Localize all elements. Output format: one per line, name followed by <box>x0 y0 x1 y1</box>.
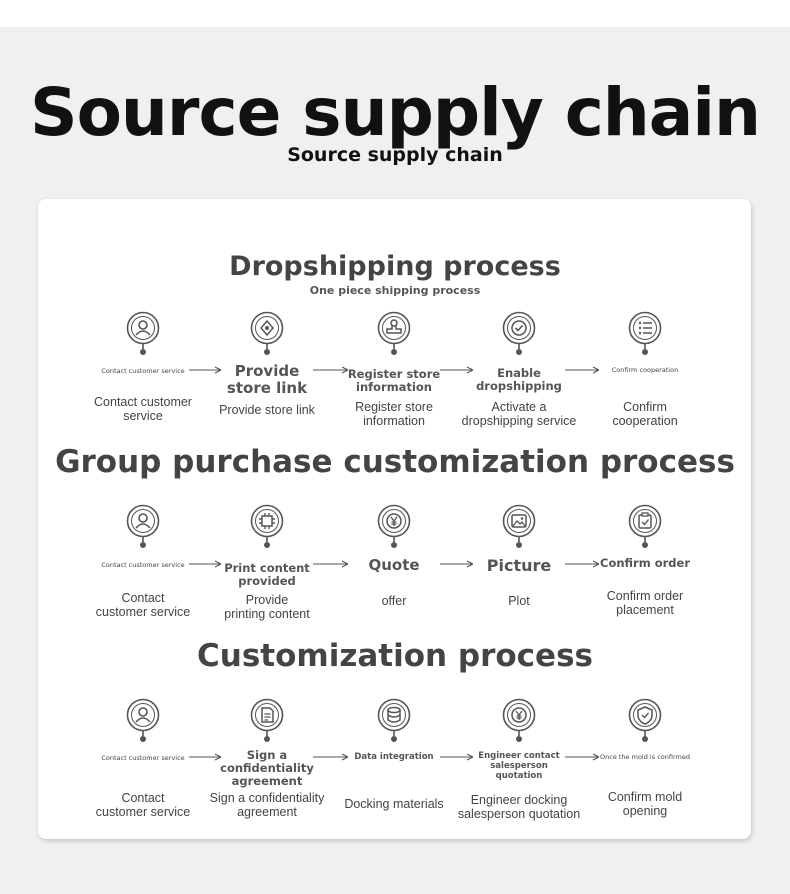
person-icon <box>126 311 160 357</box>
person-icon <box>126 504 160 550</box>
document-icon <box>250 698 284 744</box>
page-title: Source supply chain <box>30 74 761 151</box>
section-title-group-purchase: Group purchase customization process <box>55 444 735 480</box>
yen-icon <box>377 504 411 550</box>
flow-arrow <box>189 752 221 762</box>
flow-arrow <box>565 559 599 569</box>
step-description: Plot <box>508 594 530 608</box>
stamp-icon <box>377 311 411 357</box>
page-subtitle: Source supply chain <box>287 144 503 166</box>
step-label: Contact customer service <box>101 561 185 569</box>
section-subtitle-dropshipping: One piece shipping process <box>309 284 481 297</box>
flow-arrow <box>189 365 221 375</box>
person-icon <box>126 698 160 744</box>
crop-icon <box>250 504 284 550</box>
checkmark-icon <box>502 311 536 357</box>
step-label: Confirm cooperation <box>611 366 679 374</box>
step-label: Once the mold is confirmed <box>600 753 690 761</box>
list-icon <box>628 311 662 357</box>
section-title-dropshipping: Dropshipping process <box>229 251 561 282</box>
step-label: Confirm order <box>600 556 690 570</box>
database-icon <box>377 698 411 744</box>
image-icon <box>502 504 536 550</box>
step-label: Picture <box>486 556 552 575</box>
flow-arrow <box>440 365 473 375</box>
step-label: Quote <box>368 556 420 574</box>
flow-arrow <box>440 752 473 762</box>
flow-arrow <box>440 559 473 569</box>
flow-arrow <box>313 559 348 569</box>
step-label: Contact customer service <box>101 367 185 375</box>
flow-arrow <box>313 365 348 375</box>
section-title-customization: Customization process <box>197 638 593 674</box>
flow-arrow <box>565 752 599 762</box>
step-label: Data integration <box>354 752 434 762</box>
clipboard-check-icon <box>628 504 662 550</box>
step-description: Provide store link <box>219 403 315 417</box>
step-description: offer <box>381 594 407 608</box>
step-label: Contact customer service <box>101 754 185 762</box>
flow-arrow <box>565 365 599 375</box>
flow-arrow <box>189 559 221 569</box>
shield-icon <box>628 698 662 744</box>
flow-arrow <box>313 752 348 762</box>
yen-icon <box>502 698 536 744</box>
step-description: Docking materials <box>344 797 444 811</box>
link-icon <box>250 311 284 357</box>
